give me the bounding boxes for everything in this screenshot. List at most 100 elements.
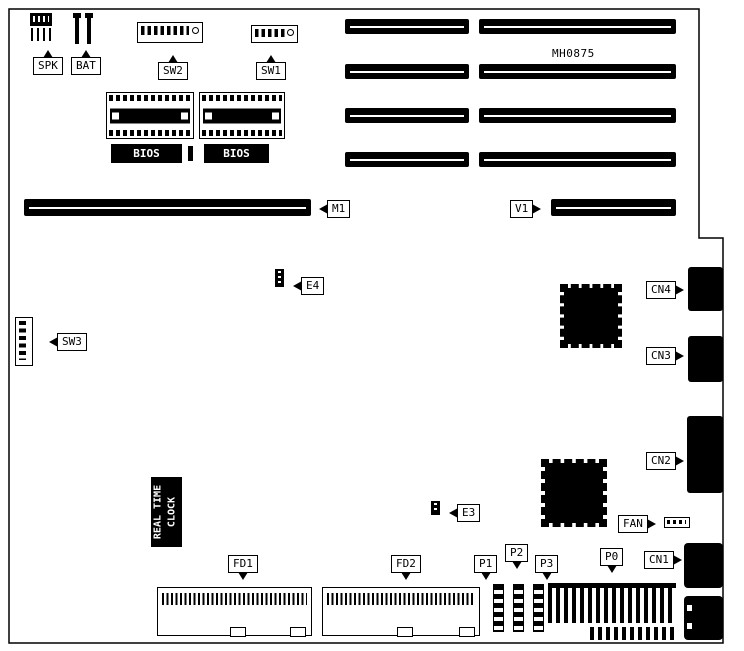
cn2-label-text: CN2: [651, 454, 671, 467]
sw2-label: SW2: [158, 55, 188, 80]
sw3-label-text: SW3: [62, 335, 82, 348]
sw1-dip-switch: [251, 25, 298, 43]
fd2-label-text: FD2: [396, 557, 416, 570]
bat-pin: [75, 18, 79, 44]
fd2-pointer-arrow: [400, 572, 411, 580]
chip-window: [181, 112, 188, 119]
e4-jumper-pins: [278, 271, 281, 285]
bios-rom-chip-left: [106, 92, 194, 139]
e3-pointer-arrow: [449, 508, 458, 518]
e3-label: E3: [449, 504, 481, 522]
sw1-locator-dot: [287, 29, 294, 36]
spk-connector-slots: [33, 16, 49, 22]
sw1-label-text: SW1: [261, 64, 281, 77]
cn1-label-text: CN1: [649, 553, 669, 566]
p3-connector: [533, 584, 544, 632]
bat-label: BAT: [71, 50, 101, 75]
expansion-slot-segment: [345, 64, 469, 79]
e3-label-text: E3: [462, 506, 476, 519]
e4-label-text: E4: [306, 279, 320, 292]
fd2-label: FD2: [391, 555, 421, 580]
v1-pointer-arrow: [532, 204, 542, 214]
cn2-label: CN2: [646, 452, 684, 470]
v1-label-text: V1: [515, 202, 529, 215]
sw2-locator-dot: [192, 27, 199, 34]
qfp-chip-lower: [541, 459, 607, 527]
bios-rom-chip-right: [199, 92, 285, 139]
fan-label-text: FAN: [623, 517, 643, 530]
chip-pins: [109, 130, 191, 136]
e4-label: E4: [293, 277, 325, 295]
bios-separator: [188, 146, 193, 161]
bat-pin-cap: [73, 13, 81, 18]
rtc-text-line2: CLOCK: [166, 496, 177, 528]
p1-connector: [493, 584, 504, 632]
din-pin: [687, 623, 692, 629]
p2-pointer-arrow: [511, 561, 522, 569]
m1-memory-slot: [24, 199, 311, 216]
fan-header-pins: [667, 520, 686, 524]
fd1-connector: [157, 587, 312, 637]
cn1-port-connector: [684, 543, 723, 588]
cn2-pointer-arrow: [674, 456, 684, 466]
p0-power-connector: [548, 583, 676, 623]
cn3-label: CN3: [646, 347, 684, 365]
sw1-label: SW1: [256, 55, 286, 80]
v1-label: V1: [510, 200, 542, 218]
chip-body: [110, 108, 190, 123]
p0-power-connector-row2: [590, 627, 676, 640]
cn1-pointer-arrow: [672, 555, 682, 565]
p0-pointer-arrow: [606, 565, 617, 573]
cn2-port-connector: [687, 416, 723, 493]
fan-header: [664, 517, 690, 528]
part-number: MH0875: [552, 47, 595, 60]
expansion-slot-segment: [345, 19, 469, 34]
chip-body: [203, 108, 281, 123]
cn4-port-connector: [688, 267, 723, 311]
sw2-label-text: SW2: [163, 64, 183, 77]
fd2-connector: [322, 587, 480, 637]
p3-pointer-arrow: [541, 572, 552, 580]
expansion-slot-segment: [479, 19, 676, 34]
sw3-pointer-arrow: [49, 337, 58, 347]
expansion-slot-segment: [345, 108, 469, 123]
fd2-notch: [397, 626, 413, 637]
fd1-label: FD1: [228, 555, 258, 580]
spk-label-text: SPK: [38, 59, 58, 72]
expansion-slot-segment: [345, 152, 469, 167]
sw1-pointer-arrow: [265, 55, 276, 63]
spk-pointer-arrow: [42, 50, 53, 58]
p0-label-text: P0: [605, 550, 619, 563]
sw1-switch-positions: [255, 29, 285, 37]
m1-pointer-arrow: [319, 204, 328, 214]
m1-label-text: M1: [332, 202, 346, 215]
sw3-switch-positions: [19, 321, 26, 360]
fd1-notch: [230, 626, 246, 637]
bios-label-left: BIOS: [111, 144, 182, 163]
p1-label: P1: [474, 555, 498, 580]
chip-window: [205, 112, 212, 119]
e4-pointer-arrow: [293, 281, 302, 291]
bios-label-right: BIOS: [204, 144, 269, 163]
e3-jumper-pins: [434, 503, 437, 513]
fan-pointer-arrow: [646, 519, 656, 529]
p2-label: P2: [505, 544, 529, 569]
e4-jumper: [275, 269, 284, 287]
chip-pins: [202, 95, 282, 101]
spk-connector: [30, 13, 52, 45]
sw2-dip-switch: [137, 22, 203, 43]
v1-slot: [551, 199, 676, 216]
expansion-slot-segment: [479, 152, 676, 167]
sw3-dip-switch: [15, 317, 33, 366]
rtc-text-line1: REAL TIME: [152, 484, 163, 540]
p2-label-text: P2: [510, 546, 524, 559]
p1-pointer-arrow: [480, 572, 491, 580]
bat-pin-cap: [85, 13, 93, 18]
fan-label: FAN: [618, 515, 656, 533]
chip-window: [272, 112, 279, 119]
fd1-pointer-arrow: [237, 572, 248, 580]
din-pin: [687, 605, 692, 611]
fd1-notch: [290, 626, 306, 637]
cn4-label: CN4: [646, 281, 684, 299]
real-time-clock-chip: REAL TIME CLOCK: [151, 477, 182, 547]
